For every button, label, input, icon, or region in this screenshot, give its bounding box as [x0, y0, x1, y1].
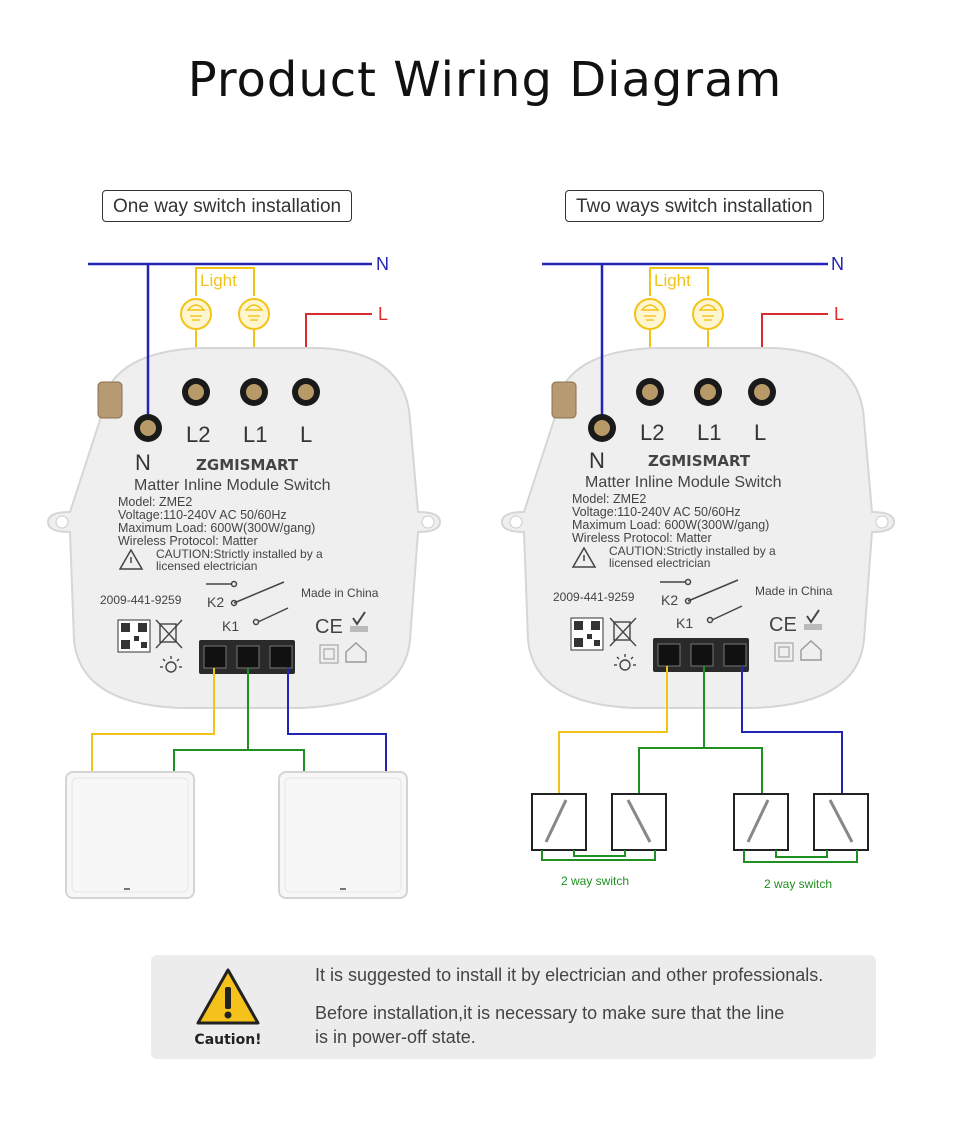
- warning-icon: [196, 968, 260, 1025]
- terminal-n: [134, 414, 162, 442]
- indoor-use-icon: [800, 640, 822, 661]
- terminal-l: [748, 378, 776, 406]
- module-caution-2: licensed electrician: [609, 556, 710, 570]
- module-protocol: Wireless Protocol: Matter: [572, 531, 712, 545]
- note-line-1: It is suggested to install it by electri…: [315, 965, 824, 985]
- two-way-switch-label: 2 way switch: [764, 877, 832, 891]
- module-serial: 2009-441-9259: [100, 593, 182, 607]
- light-common-wire: [195, 267, 255, 296]
- terminal-l: [292, 378, 320, 406]
- two-way-diagram: N L Light N L2 L1: [500, 254, 896, 891]
- lamp-icon: [634, 298, 666, 330]
- rohs-icon: [804, 609, 822, 630]
- terminal-n: [588, 414, 616, 442]
- qr-code-icon: [117, 619, 151, 653]
- double-insulation-icon: [774, 642, 794, 662]
- indicator-light-icon: [614, 654, 636, 671]
- two-way-switch: [611, 793, 667, 851]
- note-line-3: is in power-off state.: [315, 1027, 476, 1047]
- double-insulation-icon: [319, 644, 339, 664]
- live-label: L: [378, 304, 388, 324]
- terminal-label-l2: L2: [186, 422, 210, 447]
- brand-logo-text: ZGMISMART: [196, 456, 299, 474]
- module-caution: CAUTION:Strictly installed by a: [156, 547, 323, 561]
- one-way-caption: One way switch installation: [102, 190, 353, 222]
- module-load: Maximum Load: 600W(300W/gang): [572, 518, 769, 532]
- indoor-use-icon: [345, 642, 367, 663]
- terminal-label-l2: L2: [640, 420, 664, 445]
- terminal-label-l1: L1: [697, 420, 721, 445]
- terminal-label-l: L: [300, 422, 312, 447]
- wall-switch: [65, 771, 195, 899]
- two-way-caption: Two ways switch installation: [565, 190, 824, 222]
- terminal-label-n: N: [589, 448, 605, 473]
- lamp-icon: [692, 298, 724, 330]
- made-in-china: Made in China: [301, 586, 379, 600]
- module-model: Model: ZME2: [118, 495, 192, 509]
- made-in-china: Made in China: [755, 584, 833, 598]
- ce-mark: CE: [769, 614, 797, 636]
- caution-note: Caution! It is suggested to install it b…: [151, 955, 876, 1059]
- module-caution-2: licensed electrician: [156, 559, 257, 573]
- caution-label: Caution!: [194, 1032, 262, 1048]
- terminal-label-n: N: [135, 450, 151, 475]
- indicator-light-icon: [160, 656, 182, 673]
- light-label: Light: [654, 271, 691, 290]
- module-caution: CAUTION:Strictly installed by a: [609, 544, 776, 558]
- two-way-switch: [733, 793, 789, 851]
- module-protocol: Wireless Protocol: Matter: [118, 534, 258, 548]
- lamp-icon: [238, 298, 270, 330]
- wiring-diagram: N L Light N: [46, 254, 896, 899]
- k1-label: K1: [222, 618, 239, 634]
- k1-label: K1: [676, 615, 693, 631]
- module-model: Model: ZME2: [572, 492, 646, 506]
- module-voltage: Voltage:110-240V AC 50/60Hz: [572, 505, 741, 519]
- note-line-2: Before installation,it is necessary to m…: [315, 1003, 785, 1023]
- k2-label: K2: [661, 592, 678, 608]
- one-way-diagram: N L Light N: [46, 254, 442, 899]
- rohs-icon: [350, 611, 368, 632]
- terminal-l2: [182, 378, 210, 406]
- weee-bin-icon: [155, 619, 183, 649]
- caution-triangle-icon: [118, 548, 144, 570]
- switch-terminal-block: [199, 640, 295, 674]
- neutral-label: N: [831, 254, 844, 274]
- weee-bin-icon: [609, 617, 637, 647]
- two-way-switch: [531, 793, 587, 851]
- qr-code-icon: [570, 617, 604, 651]
- page-title: Product Wiring Diagram: [187, 52, 783, 108]
- switch-terminal-block: [653, 638, 749, 672]
- wall-switch: [278, 771, 408, 899]
- module-serial: 2009-441-9259: [553, 590, 635, 604]
- terminal-l1: [694, 378, 722, 406]
- neutral-label: N: [376, 254, 389, 274]
- two-way-switch-label: 2 way switch: [561, 874, 629, 888]
- module-name: Matter Inline Module Switch: [585, 474, 782, 491]
- module-load: Maximum Load: 600W(300W/gang): [118, 521, 315, 535]
- terminal-label-l: L: [754, 420, 766, 445]
- module-name: Matter Inline Module Switch: [134, 477, 331, 494]
- two-way-switch: [813, 793, 869, 851]
- relay-symbol-icon: [660, 578, 743, 624]
- live-label: L: [834, 304, 844, 324]
- ce-mark: CE: [315, 616, 343, 638]
- brand-logo-text: ZGMISMART: [648, 452, 751, 470]
- module-voltage: Voltage:110-240V AC 50/60Hz: [118, 508, 287, 522]
- terminal-l1: [240, 378, 268, 406]
- k2-label: K2: [207, 594, 224, 610]
- relay-symbol-icon: [206, 580, 289, 626]
- terminal-l2: [636, 378, 664, 406]
- caution-triangle-icon: [571, 546, 597, 568]
- lamp-icon: [180, 298, 212, 330]
- light-label: Light: [200, 271, 237, 290]
- terminal-label-l1: L1: [243, 422, 267, 447]
